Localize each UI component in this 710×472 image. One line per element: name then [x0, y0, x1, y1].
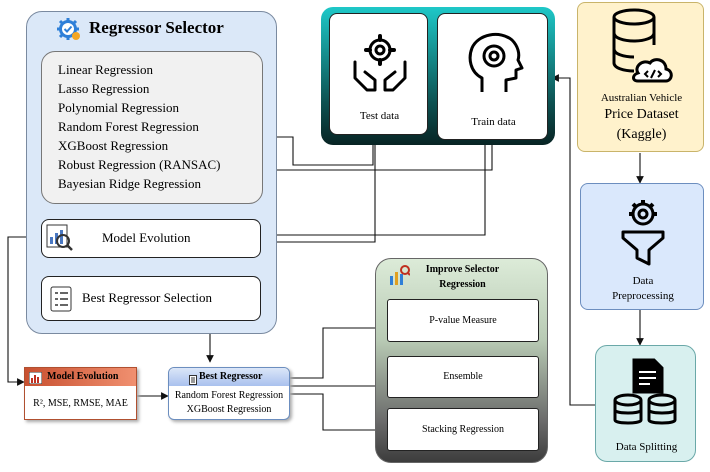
gear-funnel-icon — [619, 198, 667, 268]
document-database-icon — [610, 358, 682, 430]
regressor-list: Linear Regression Lasso Regression Polyn… — [41, 51, 263, 204]
metrics-title: Model Evolution — [47, 371, 119, 382]
best-regressor-title: Best Regressor — [199, 371, 263, 382]
ensemble-item[interactable]: Ensemble — [387, 356, 539, 398]
chart-icon — [28, 371, 43, 385]
improve-selector-panel: Improve Selector Regression P-value Meas… — [375, 258, 548, 463]
ensemble-label: Ensemble — [443, 371, 483, 382]
regressor-item[interactable]: Polynomial Regression — [58, 100, 179, 115]
best-regressor-selection-box[interactable]: Best Regressor Selection — [41, 276, 261, 321]
regressor-item[interactable]: Lasso Regression — [58, 81, 150, 96]
dataset-panel[interactable]: Australian Vehicle Price Dataset (Kaggle… — [577, 2, 704, 152]
list-icon — [189, 372, 197, 385]
regressor-selector-panel: Regressor Selector Linear Regression Las… — [26, 11, 277, 334]
data-splitting-label: Data Splitting — [615, 441, 678, 453]
regressor-item[interactable]: Linear Regression — [58, 62, 153, 77]
preprocessing-line-2: Preprocessing — [612, 290, 674, 302]
preprocessing-line-1: Data — [632, 275, 654, 287]
dataset-line-3: (Kaggle) — [616, 127, 667, 142]
best-regressor-selection-label: Best Regressor Selection — [82, 290, 212, 305]
test-data-card[interactable]: Test data — [329, 13, 428, 135]
best-regressor-line-2: XGBoost Regression — [186, 404, 272, 415]
regressor-item[interactable]: Robust Regression (RANSAC) — [58, 157, 221, 172]
hands-gear-icon — [351, 32, 409, 94]
dataset-line-2: Price Dataset — [604, 107, 679, 122]
metrics-text: R², MSE, RMSE, MAE — [33, 398, 128, 409]
train-data-label: Train data — [471, 116, 516, 128]
model-evolution-box[interactable]: Model Evolution — [41, 219, 261, 258]
stacking-label: Stacking Regression — [422, 424, 504, 435]
checklist-icon — [50, 285, 74, 313]
dataset-line-1: Australian Vehicle — [600, 92, 683, 104]
stacking-item[interactable]: Stacking Regression — [387, 408, 539, 451]
head-gear-icon — [464, 28, 524, 94]
regressor-item[interactable]: XGBoost Regression — [58, 138, 169, 153]
metrics-header — [25, 368, 136, 386]
train-data-card[interactable]: Train data — [437, 13, 548, 140]
preprocessing-panel[interactable]: Data Preprocessing — [580, 183, 704, 310]
improve-title-line-1: Improve Selector — [425, 264, 500, 275]
model-evolution-label: Model Evolution — [102, 230, 191, 245]
best-regressor-header — [169, 368, 289, 386]
best-regressor-box[interactable]: Best Regressor Random Forest Regression … — [168, 367, 290, 420]
test-data-label: Test data — [359, 110, 400, 122]
data-splitting-panel[interactable]: Data Splitting — [595, 345, 696, 462]
regressor-item[interactable]: Random Forest Regression — [58, 119, 199, 134]
regressor-selector-title: Regressor Selector — [89, 18, 224, 37]
magnifier-chart-icon — [46, 224, 74, 252]
database-cloud-icon — [610, 7, 674, 87]
improve-chart-icon — [388, 264, 411, 286]
p-value-item[interactable]: P-value Measure — [387, 299, 539, 342]
metrics-box[interactable]: Model Evolution R², MSE, RMSE, MAE — [24, 367, 137, 420]
gear-check-icon — [57, 17, 81, 41]
best-regressor-line-1: Random Forest Regression — [174, 390, 284, 401]
improve-title-line-2: Regression — [439, 279, 486, 290]
p-value-label: P-value Measure — [429, 315, 497, 326]
regressor-item[interactable]: Bayesian Ridge Regression — [58, 176, 201, 191]
